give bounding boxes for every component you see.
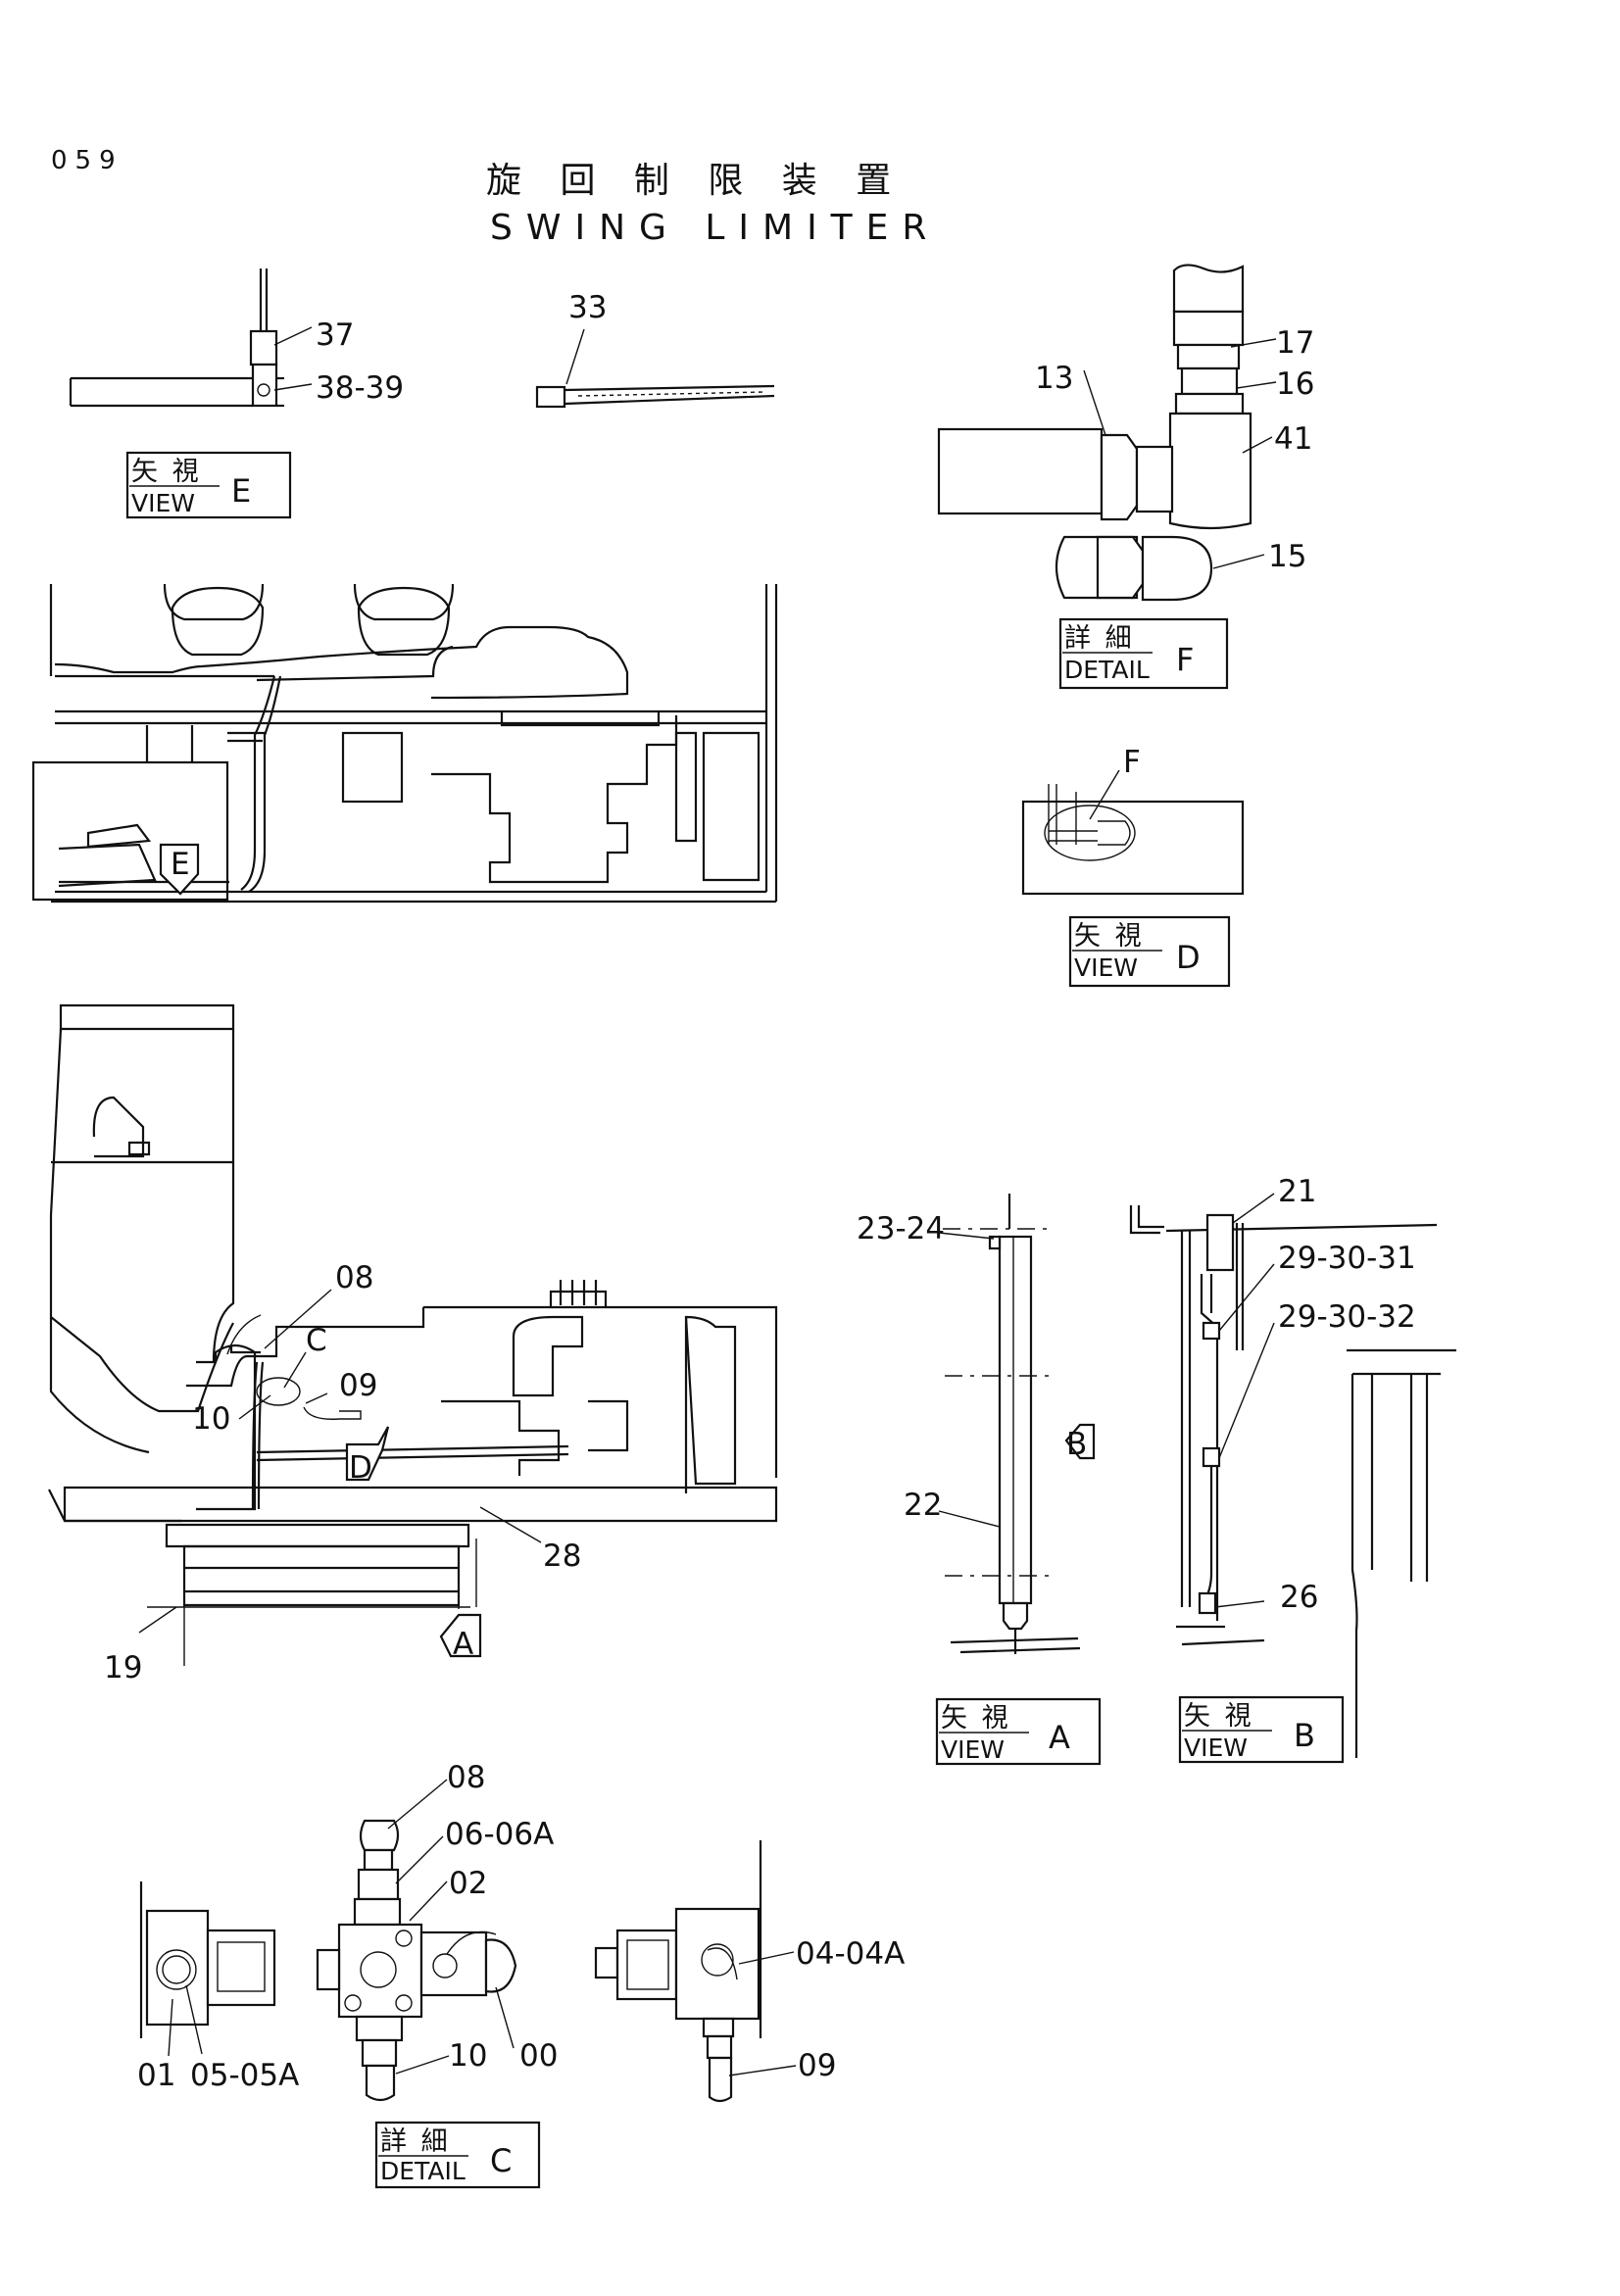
page-number: 059 xyxy=(51,146,123,175)
detail-f-label-jp: 詳 細 xyxy=(1064,623,1135,654)
view-e-label-jp: 矢 視 xyxy=(131,457,202,487)
arrow-b-letter: B xyxy=(1066,1427,1087,1462)
callout-19: 19 xyxy=(104,1650,142,1685)
callout-33: 33 xyxy=(568,290,607,325)
view-a-label-en: VIEW xyxy=(941,1735,1005,1764)
callout-02: 02 xyxy=(449,1866,487,1901)
callout-f: F xyxy=(1123,745,1141,780)
callout-22: 22 xyxy=(904,1488,942,1523)
callout-08-main: 08 xyxy=(335,1260,373,1295)
frame-top-view xyxy=(31,583,778,904)
view-arrow-b: B xyxy=(1064,1423,1096,1462)
view-b-label-box: 矢 視 VIEW B xyxy=(1178,1695,1345,1764)
callout-15: 15 xyxy=(1268,539,1306,574)
callout-29-30-31: 29-30-31 xyxy=(1278,1241,1416,1276)
callout-09-main: 09 xyxy=(339,1368,377,1403)
callout-13: 13 xyxy=(1035,361,1073,396)
view-b-label-en: VIEW xyxy=(1184,1734,1248,1762)
callout-00: 00 xyxy=(519,2038,558,2074)
view-b-label-jp: 矢 視 xyxy=(1184,1701,1254,1732)
view-d-drawing xyxy=(1021,769,1245,896)
main-view-leaders xyxy=(138,1289,542,1634)
callout-08-detail: 08 xyxy=(447,1760,485,1795)
arrow-d-letter: D xyxy=(349,1450,372,1486)
view-e-drawing xyxy=(69,269,313,408)
title-english: SWING LIMITER xyxy=(490,208,940,248)
callout-17: 17 xyxy=(1276,325,1314,361)
callout-10-main: 10 xyxy=(192,1401,230,1437)
detail-f-drawing xyxy=(937,264,1277,602)
view-arrow-d: D xyxy=(345,1426,390,1486)
callout-29-30-32: 29-30-32 xyxy=(1278,1299,1416,1335)
detail-f-label-en: DETAIL xyxy=(1064,656,1150,684)
detail-c-label-en: DETAIL xyxy=(380,2157,466,2185)
main-side-view xyxy=(48,1003,778,1666)
detail-c-label-box: 詳 細 DETAIL C xyxy=(374,2121,541,2189)
view-e-letter: E xyxy=(231,472,251,510)
callout-01: 01 xyxy=(137,2058,175,2093)
detail-c-left-view xyxy=(139,1881,276,2057)
callout-23-24: 23-24 xyxy=(857,1211,945,1246)
detail-c-right-view xyxy=(594,1840,797,2103)
callout-05-05a: 05-05A xyxy=(190,2058,299,2093)
detail-c-label-jp: 詳 細 xyxy=(380,2126,451,2157)
view-d-label-jp: 矢 視 xyxy=(1074,921,1145,952)
callout-28: 28 xyxy=(543,1539,581,1574)
callout-26: 26 xyxy=(1280,1580,1318,1615)
view-b-drawing xyxy=(1129,1193,1456,1758)
detail-f-label-box: 詳 細 DETAIL F xyxy=(1058,617,1229,690)
detail-c-center-view xyxy=(316,1779,517,2102)
view-d-letter: D xyxy=(1176,939,1201,976)
callout-41: 41 xyxy=(1274,421,1312,457)
callout-06-06a: 06-06A xyxy=(445,1817,554,1852)
view-e-label-en: VIEW xyxy=(131,489,195,517)
view-b-letter: B xyxy=(1294,1717,1315,1754)
view-e-label-box: 矢 視 VIEW E xyxy=(125,451,292,519)
callout-09-detail: 09 xyxy=(798,2048,836,2083)
view-a-label-box: 矢 視 VIEW A xyxy=(935,1697,1102,1766)
view-d-label-en: VIEW xyxy=(1074,953,1138,982)
detail-c-letter: C xyxy=(490,2142,512,2179)
callout-04-04a: 04-04A xyxy=(796,1936,905,1972)
callout-c: C xyxy=(306,1323,327,1358)
arrow-a-letter: A xyxy=(453,1627,473,1662)
callout-16: 16 xyxy=(1276,366,1314,402)
detail-f-letter: F xyxy=(1176,641,1194,678)
view-arrow-a: A xyxy=(439,1613,482,1662)
callout-37: 37 xyxy=(316,318,354,353)
arrow-e-letter: E xyxy=(171,847,190,882)
title-japanese: 旋 回 制 限 装 置 xyxy=(486,161,905,201)
callout-21: 21 xyxy=(1278,1174,1316,1209)
view-a-drawing xyxy=(938,1194,1081,1654)
callout-38-39: 38-39 xyxy=(316,370,404,406)
view-d-label-box: 矢 視 VIEW D xyxy=(1068,915,1231,988)
cable-tie-drawing xyxy=(535,328,775,409)
view-a-letter: A xyxy=(1049,1719,1070,1756)
view-arrow-e: E xyxy=(159,843,200,896)
view-a-label-jp: 矢 視 xyxy=(941,1703,1011,1734)
callout-10-detail: 10 xyxy=(449,2038,487,2074)
